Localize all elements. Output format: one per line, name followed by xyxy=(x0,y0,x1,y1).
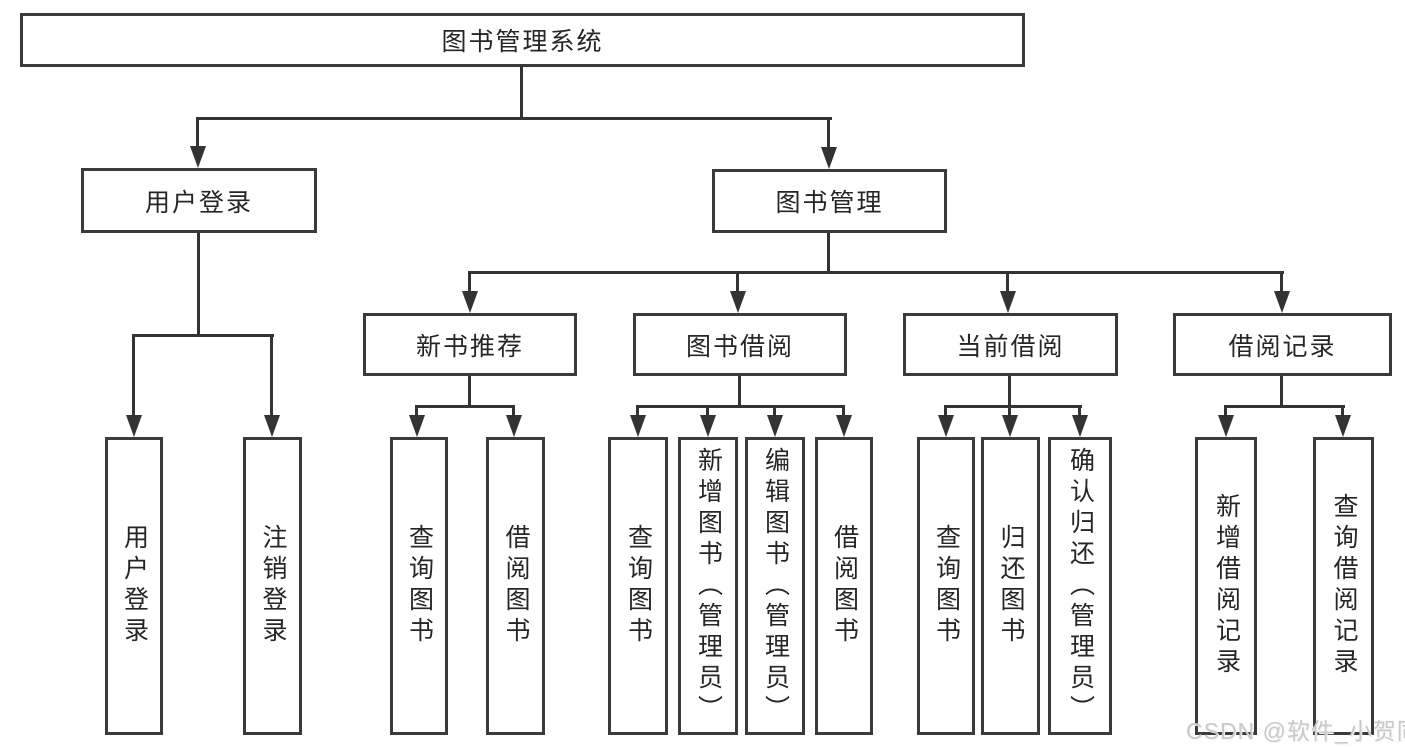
node-leaf-edit-book-admin: 编辑图书（管理员） xyxy=(745,437,805,735)
connector-records-drop xyxy=(1280,376,1283,407)
node-leaf-borrow-books-1: 借阅图书 xyxy=(486,437,545,735)
arrow-down-icon xyxy=(126,415,142,437)
arrow-down-icon xyxy=(1072,415,1088,437)
node-leaf-confirm-return-admin: 确认归还（管理员） xyxy=(1048,437,1112,735)
connector-newbook-rail xyxy=(415,405,515,408)
connector-to-newbook xyxy=(468,271,471,293)
node-book-management: 图书管理 xyxy=(712,169,947,233)
arrow-down-icon xyxy=(700,415,716,437)
node-new-book-recommend: 新书推荐 xyxy=(363,313,577,376)
node-leaf-query-books-2: 查询图书 xyxy=(608,437,668,735)
arrow-down-icon xyxy=(836,415,852,437)
arrow-down-icon xyxy=(190,146,206,168)
connector-to-leaf xyxy=(415,405,418,417)
connector-root-drop xyxy=(520,66,523,119)
connector-to-current xyxy=(1006,271,1009,293)
connector-borrow-rail xyxy=(636,405,845,408)
connector-current-drop xyxy=(1008,376,1011,407)
node-book-borrow: 图书借阅 xyxy=(633,313,847,376)
node-leaf-user-login: 用户登录 xyxy=(105,437,163,735)
connector-to-leaf xyxy=(270,334,273,415)
connector-level2-rail xyxy=(196,117,832,120)
arrow-down-icon xyxy=(938,415,954,437)
connector-to-book-management xyxy=(827,117,830,150)
node-leaf-logout: 注销登录 xyxy=(243,437,302,735)
connector-to-leaf xyxy=(944,405,947,417)
arrow-down-icon xyxy=(506,415,522,437)
node-leaf-return-book: 归还图书 xyxy=(981,437,1040,735)
arrow-down-icon xyxy=(409,415,425,437)
node-leaf-add-book-admin: 新增图书（管理员） xyxy=(678,437,738,735)
arrow-down-icon xyxy=(1000,291,1016,313)
connector-mgmt-drop xyxy=(827,233,830,273)
arrow-down-icon xyxy=(264,415,280,437)
node-book-management-system: 图书管理系统 xyxy=(20,13,1025,67)
node-leaf-query-books-1: 查询图书 xyxy=(390,437,448,735)
connector-userlogin-drop xyxy=(197,233,200,336)
connector-to-leaf xyxy=(773,405,776,417)
connector-to-user-login xyxy=(196,117,199,150)
node-leaf-query-borrow-record: 查询借阅记录 xyxy=(1313,437,1374,735)
connector-to-leaf xyxy=(512,405,515,417)
arrow-down-icon xyxy=(821,147,837,169)
watermark-text: CSDN @软件_小贺同学 xyxy=(1186,718,1405,744)
connector-to-leaf xyxy=(842,405,845,417)
arrow-down-icon xyxy=(767,415,783,437)
connector-to-leaf xyxy=(1078,405,1081,417)
connector-userlogin-rail xyxy=(132,334,274,337)
connector-level3-rail xyxy=(468,271,1284,274)
connector-records-rail xyxy=(1224,405,1345,408)
connector-newbook-drop xyxy=(468,376,471,407)
node-user-login: 用户登录 xyxy=(81,168,317,233)
arrow-down-icon xyxy=(1002,415,1018,437)
arrow-down-icon xyxy=(1218,415,1234,437)
arrow-down-icon xyxy=(462,291,478,313)
connector-to-leaf xyxy=(1008,405,1011,417)
connector-to-leaf xyxy=(1224,405,1227,417)
arrow-down-icon xyxy=(1335,415,1351,437)
arrow-down-icon xyxy=(1274,291,1290,313)
node-current-borrow: 当前借阅 xyxy=(903,313,1118,376)
connector-borrow-drop xyxy=(738,376,741,407)
node-leaf-borrow-books-2: 借阅图书 xyxy=(815,437,873,735)
connector-current-rail xyxy=(944,405,1082,408)
arrow-down-icon xyxy=(630,415,646,437)
connector-to-leaf xyxy=(706,405,709,417)
node-borrow-records: 借阅记录 xyxy=(1173,313,1392,376)
connector-to-leaf xyxy=(1341,405,1344,417)
connector-to-leaf xyxy=(636,405,639,417)
connector-to-leaf xyxy=(132,334,135,415)
node-leaf-query-books-3: 查询图书 xyxy=(917,437,975,735)
connector-to-borrow xyxy=(736,271,739,293)
arrow-down-icon xyxy=(730,291,746,313)
connector-to-records xyxy=(1280,271,1283,293)
node-leaf-add-borrow-record: 新增借阅记录 xyxy=(1195,437,1257,735)
